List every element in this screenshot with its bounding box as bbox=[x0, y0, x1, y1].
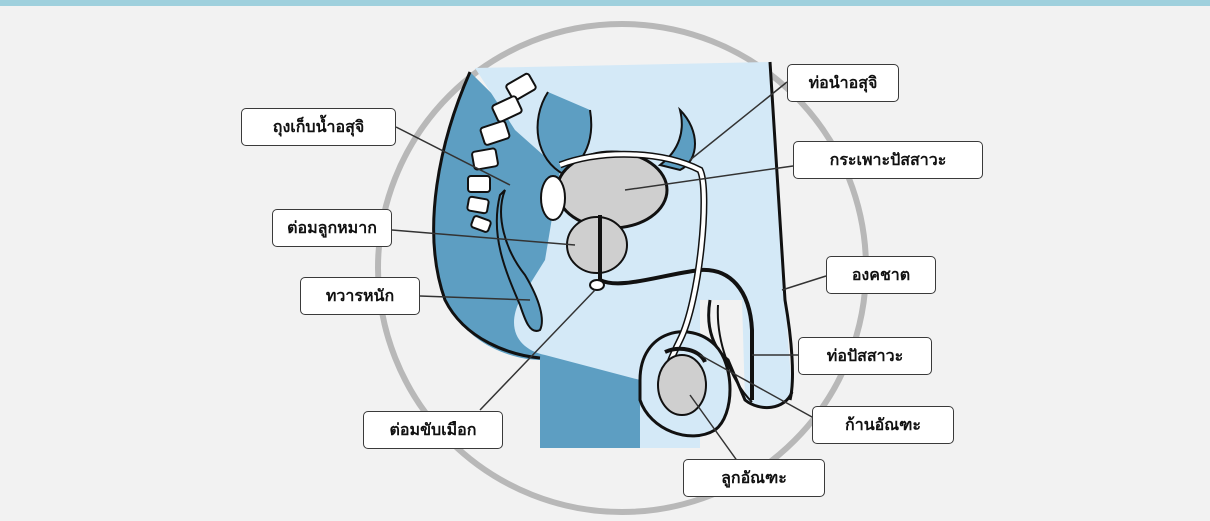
label-prostate: ต่อมลูกหมาก bbox=[272, 209, 392, 247]
label-bladder: กระเพาะปัสสาวะ bbox=[793, 141, 983, 179]
label-cowpers-gland: ต่อมขับเมือก bbox=[363, 411, 503, 449]
label-penis: องคชาต bbox=[826, 256, 936, 294]
prostate-shape bbox=[567, 217, 627, 273]
cowpers-gland-shape bbox=[590, 280, 604, 290]
label-testis: ลูกอัณฑะ bbox=[683, 459, 825, 497]
label-seminal-vesicle: ถุงเก็บน้ำอสุจิ bbox=[241, 108, 396, 146]
label-urethra: ท่อปัสสาวะ bbox=[798, 337, 932, 375]
label-anus: ทวารหนัก bbox=[300, 277, 420, 315]
label-epididymis: ก้านอัณฑะ bbox=[812, 406, 954, 444]
seminal-vesicle-shape bbox=[541, 176, 565, 220]
label-vas-deferens: ท่อนำอสุจิ bbox=[787, 64, 899, 102]
